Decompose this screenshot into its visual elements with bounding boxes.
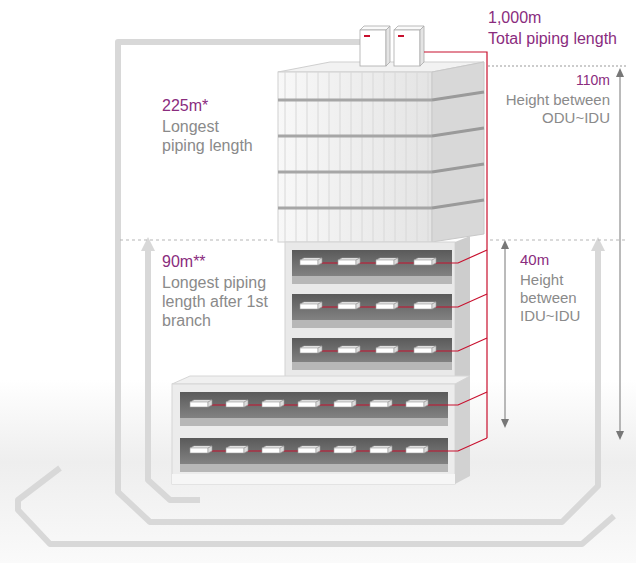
floor-room	[292, 250, 452, 284]
base-deck	[172, 376, 470, 384]
tower-band	[432, 200, 484, 208]
dimension-arrow	[620, 72, 621, 436]
dimension-arrow	[505, 244, 506, 424]
tower-band	[432, 92, 484, 100]
label-anchor: Longest piping length after 1st branch	[162, 273, 280, 331]
pipe-arrowhead	[591, 237, 605, 251]
ground	[0, 380, 636, 563]
dimension-caption: Height between IDU~IDU	[520, 271, 584, 325]
floor-slab	[292, 276, 452, 284]
outdoor-unit	[394, 26, 424, 30]
building-base	[172, 384, 455, 484]
reference-line	[488, 66, 628, 67]
label-anchor: 1,000m	[488, 8, 628, 27]
label-anchor: 40m	[520, 251, 584, 269]
dimension-value: 110m	[500, 72, 610, 89]
label-anchor: Total piping length	[488, 29, 632, 48]
dimension-caption: Total piping length	[488, 29, 632, 48]
floor-room	[180, 392, 448, 426]
indoor-unit	[334, 400, 356, 407]
label-anchor: Height between ODU~IDU	[500, 91, 610, 127]
indoor-unit	[406, 400, 428, 407]
arrowhead	[616, 68, 624, 77]
unit-logo	[398, 35, 404, 37]
indoor-unit	[262, 446, 284, 453]
label-anchor: 225m*	[162, 96, 272, 115]
indoor-unit	[370, 400, 392, 407]
indoor-unit	[376, 346, 398, 353]
floor-slab	[172, 474, 455, 484]
indoor-unit	[338, 346, 360, 353]
floor-room	[292, 294, 452, 328]
outdoor-unit	[360, 26, 390, 30]
indoor-unit	[298, 400, 320, 407]
dimension-value: 1,000m	[488, 8, 628, 27]
outdoor-unit	[394, 30, 420, 66]
indoor-unit	[406, 446, 428, 453]
indoor-unit	[190, 400, 212, 407]
floor-slab	[180, 418, 448, 426]
pipe-route	[18, 468, 614, 544]
tower-band	[432, 128, 484, 136]
indoor-unit	[334, 446, 356, 453]
refrigerant-riser	[424, 52, 487, 438]
reference-line	[490, 240, 626, 241]
arrowhead	[501, 240, 509, 249]
tower-front	[278, 72, 432, 242]
floor-slab	[180, 464, 448, 472]
indoor-unit	[300, 346, 322, 353]
indoor-unit	[226, 400, 248, 407]
dimension-value: 90m**	[162, 252, 272, 271]
outdoor-unit	[360, 30, 386, 66]
outdoor-unit	[420, 26, 424, 66]
tower-side	[432, 62, 484, 242]
indoor-unit	[338, 258, 360, 265]
dimension-value: 225m*	[162, 96, 272, 115]
indoor-unit	[190, 446, 212, 453]
indoor-unit	[414, 346, 436, 353]
reference-line	[120, 240, 276, 241]
dimension-caption: Longest piping length	[162, 117, 258, 155]
indoor-unit	[414, 302, 436, 309]
dimension-caption: Height between ODU~IDU	[500, 91, 610, 127]
pipe-route	[118, 42, 598, 522]
label-anchor: Height between IDU~IDU	[520, 271, 584, 325]
dimension-value: 40m	[520, 251, 584, 269]
tower-glass	[278, 72, 432, 242]
building-side	[455, 376, 470, 484]
tower-band	[278, 207, 432, 210]
indoor-unit	[298, 446, 320, 453]
indoor-unit	[370, 446, 392, 453]
pipe-arrowhead	[141, 237, 155, 251]
floor-room	[292, 338, 452, 370]
indoor-unit	[300, 302, 322, 309]
label-anchor: Longest piping length	[162, 117, 258, 155]
arrowhead	[501, 419, 509, 428]
indoor-unit	[414, 258, 436, 265]
tower-band	[432, 164, 484, 172]
label-anchor: 90m**	[162, 252, 272, 271]
indoor-unit	[338, 302, 360, 309]
tower-band	[278, 99, 432, 102]
indoor-unit	[300, 258, 322, 265]
floor-slab	[292, 320, 452, 328]
unit-logo	[364, 35, 370, 37]
outdoor-unit	[386, 26, 390, 66]
dimension-caption: Longest piping length after 1st branch	[162, 273, 280, 331]
label-anchor: 110m	[500, 72, 610, 89]
indoor-unit	[376, 258, 398, 265]
floor-slab	[292, 362, 452, 370]
floor-room	[180, 438, 448, 472]
arrowhead	[616, 431, 624, 440]
building-side	[455, 236, 470, 382]
tower-band	[278, 135, 432, 138]
tower-band	[278, 171, 432, 174]
indoor-unit	[226, 446, 248, 453]
indoor-unit	[262, 400, 284, 407]
indoor-unit	[376, 302, 398, 309]
